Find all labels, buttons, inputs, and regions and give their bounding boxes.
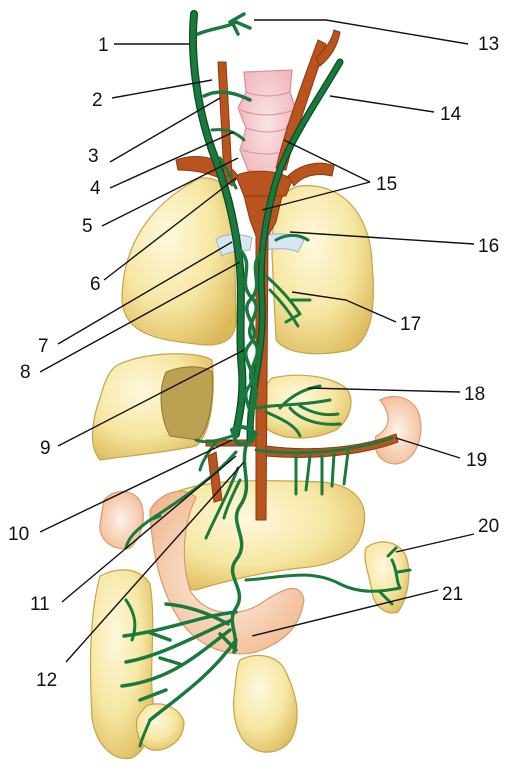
left-lung <box>272 186 373 354</box>
label-21: 21 <box>442 584 463 605</box>
label-16: 16 <box>478 236 499 257</box>
label-8: 8 <box>20 362 31 383</box>
leader-14 <box>330 96 434 112</box>
lower-intestine <box>234 656 298 753</box>
label-20: 20 <box>478 516 499 537</box>
label-7: 7 <box>38 336 49 357</box>
label-3: 3 <box>88 146 99 167</box>
label-18: 18 <box>464 384 485 405</box>
label-17: 17 <box>400 314 421 335</box>
label-4: 4 <box>90 178 101 199</box>
left-subclavian <box>288 163 334 186</box>
label-12: 12 <box>36 670 57 691</box>
label-15: 15 <box>376 174 397 195</box>
right-lung <box>122 178 236 345</box>
label-5: 5 <box>82 216 93 237</box>
pancreas <box>173 481 365 590</box>
leader-13 <box>254 20 468 44</box>
aortic-arch <box>236 171 292 196</box>
spleen <box>375 397 421 464</box>
label-9: 9 <box>40 438 51 459</box>
label-11: 11 <box>30 594 50 615</box>
label-6: 6 <box>90 274 101 295</box>
label-13: 13 <box>478 34 499 55</box>
leader-20 <box>396 534 474 552</box>
pharyngeal-branch <box>198 14 250 34</box>
liver-cut-surface <box>161 367 212 440</box>
label-2: 2 <box>92 90 103 111</box>
label-10: 10 <box>8 524 29 545</box>
label-19: 19 <box>466 450 487 471</box>
label-1: 1 <box>98 35 109 56</box>
label-14: 14 <box>440 104 462 125</box>
